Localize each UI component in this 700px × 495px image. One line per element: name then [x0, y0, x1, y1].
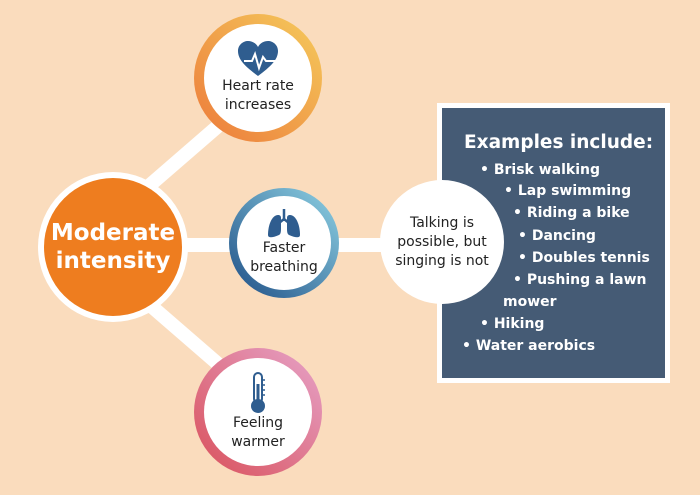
breathing-label-line1: Faster — [262, 240, 306, 256]
talking-label-line2: possible, but — [397, 233, 487, 250]
talking-label-line3: singing is not — [395, 252, 489, 269]
example-item: mower — [503, 294, 557, 310]
example-item: • Water aerobics — [462, 338, 596, 354]
example-item: • Riding a bike — [513, 205, 630, 221]
connector-warmer — [145, 299, 230, 376]
lungs-icon — [268, 209, 300, 238]
example-item: • Brisk walking — [480, 162, 600, 178]
heart-label-line1: Heart rate — [222, 78, 294, 94]
example-item: • Lap swimming — [504, 183, 632, 199]
example-item: • Doubles tennis — [518, 250, 650, 266]
faster-breathing-node: Faster breathing — [229, 188, 339, 298]
breathing-label-line2: breathing — [250, 259, 318, 275]
example-item: • Hiking — [480, 316, 545, 332]
center-circle: Moderate intensity — [38, 172, 188, 322]
heart-rate-node: Heart rate increases — [194, 14, 322, 142]
warmer-label-line1: Feeling — [232, 415, 284, 431]
example-item: • Pushing a lawn — [513, 272, 647, 288]
warmer-label-line2: warmer — [231, 434, 285, 450]
heart-rate-icon — [238, 41, 280, 76]
center-label-line1: Moderate — [50, 220, 176, 246]
heart-label-line2: increases — [224, 97, 292, 113]
center-label-line2: intensity — [55, 248, 171, 274]
feeling-warmer-node: Feeling warmer — [194, 348, 322, 476]
connector-heart — [145, 114, 230, 191]
talking-node: Talking is possible, but singing is not — [380, 180, 504, 304]
thermometer-icon — [251, 372, 265, 413]
talking-label-line1: Talking is — [409, 214, 475, 231]
example-item: • Dancing — [518, 228, 596, 244]
examples-title: Examples include: — [464, 132, 654, 153]
